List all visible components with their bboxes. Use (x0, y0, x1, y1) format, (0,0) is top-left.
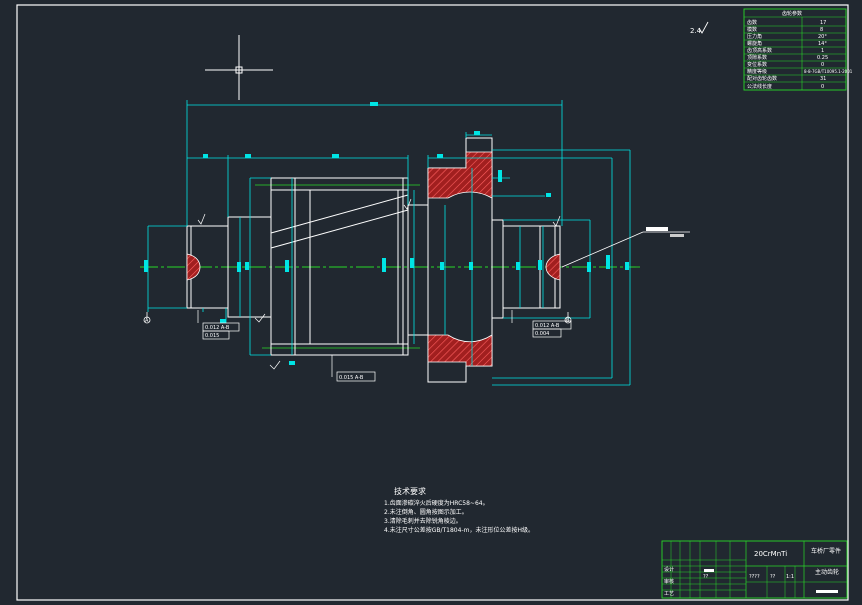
gear-params-title: 齿轮参数 (782, 10, 802, 17)
svg-text:????: ???? (749, 574, 760, 580)
svg-text:17: 17 (820, 20, 826, 26)
svg-text:20°: 20° (818, 34, 827, 40)
svg-text:精度等级: 精度等级 (747, 68, 767, 75)
svg-text:齿数: 齿数 (747, 19, 757, 26)
svg-text:??: ?? (770, 574, 776, 580)
fcf-left-bottom: 0.015 (205, 333, 219, 339)
material-text: 20CrMnTi (754, 550, 787, 558)
roughness-mark: 2.4 (690, 21, 709, 35)
title-block: 20CrMnTi 车桥厂零件 主动齿轮 设计 审核 工艺 ???? ?? ?? … (661, 540, 848, 599)
flange-section-hatches (427, 151, 493, 367)
svg-text:1: 1 (821, 48, 824, 54)
dimension-lines (147, 100, 631, 386)
shaft-outline (186, 137, 561, 383)
roughness-value: 2.4 (690, 27, 702, 35)
svg-text:8-8-7GB/T10095.1-2001: 8-8-7GB/T10095.1-2001 (804, 69, 853, 74)
fcf-right-top: 0.012 A-B (535, 323, 560, 329)
svg-text:31: 31 (820, 76, 826, 82)
ucs-crosshair-icon (205, 35, 273, 100)
svg-text:工艺: 工艺 (664, 591, 674, 597)
svg-text:螺旋角: 螺旋角 (747, 40, 762, 47)
scale-text: 1:1 (786, 574, 794, 580)
svg-text:14°: 14° (818, 41, 827, 47)
fcf-left-top: 0.012 A-B (205, 325, 230, 331)
tech-req-item-1: 1.齿面渗碳淬火后硬度为HRC58~64。 (384, 499, 489, 507)
svg-text:设计: 设计 (664, 566, 674, 573)
svg-text:审核: 审核 (664, 578, 674, 585)
fcf-left: 0.012 A-B 0.015 (197, 310, 240, 340)
tech-req-item-3: 3.清除毛刺并去除锐角棱边。 (384, 517, 462, 525)
svg-text:??: ?? (703, 574, 709, 580)
svg-text:公法线长度: 公法线长度 (747, 83, 772, 90)
tech-req-item-4: 4.未注尺寸公差按GB/T1804-m，未注形位公差按H级。 (384, 526, 534, 534)
datum-a-label: A (145, 318, 149, 324)
svg-text:顶隙系数: 顶隙系数 (747, 54, 767, 61)
dimension-values (144, 102, 629, 365)
fcf-right-bottom: 0.004 (535, 331, 549, 337)
roughness-ticks (197, 198, 561, 370)
technical-requirements: 技术要求 1.齿面渗碳淬火后硬度为HRC58~64。 2.未注倒角、圆角按图示加… (384, 486, 534, 534)
gear-parameter-table: 齿轮参数 齿数 17 模数 8 压力角 20° 螺旋角 14° 齿顶高系数 1 … (743, 8, 853, 91)
svg-text:8: 8 (820, 27, 823, 33)
datum-symbols (143, 312, 572, 324)
school-text: 车桥厂零件 (811, 547, 841, 555)
fcf-middle: 0.015 A-B (331, 355, 376, 382)
section-leader (561, 227, 690, 268)
svg-text:0: 0 (821, 62, 824, 68)
tech-req-title: 技术要求 (394, 486, 426, 496)
svg-text:配对齿轮齿数: 配对齿轮齿数 (747, 75, 777, 82)
sheet-border (16, 4, 849, 601)
svg-text:0: 0 (821, 84, 824, 90)
part-name-text: 主动齿轮 (815, 568, 839, 576)
fcf-right: 0.012 A-B 0.004 (511, 310, 572, 338)
svg-text:齿顶高系数: 齿顶高系数 (747, 47, 772, 54)
svg-text:模数: 模数 (747, 26, 757, 33)
tech-req-item-2: 2.未注倒角、圆角按图示加工。 (384, 508, 468, 516)
fcf-mid: 0.015 A-B (339, 375, 364, 381)
left-center-hole (186, 253, 201, 281)
svg-text:0.25: 0.25 (817, 55, 828, 61)
svg-text:压力角: 压力角 (747, 33, 762, 40)
svg-text:变位系数: 变位系数 (747, 61, 767, 68)
right-center-hole (545, 253, 561, 281)
